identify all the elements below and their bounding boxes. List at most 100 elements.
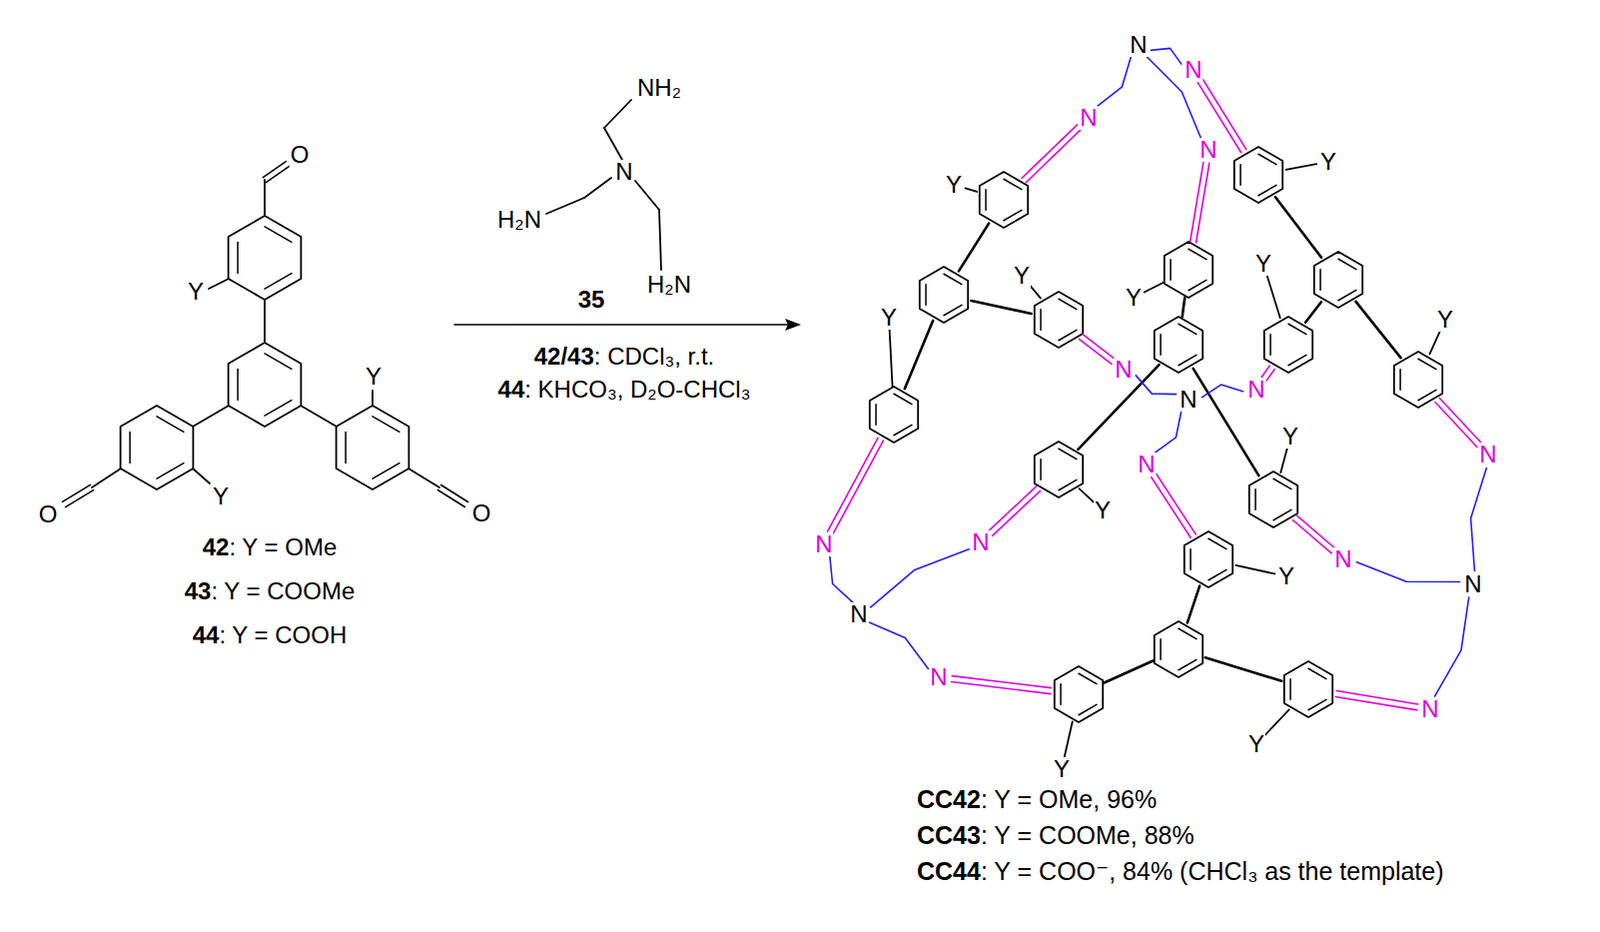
substituent-bond [208,278,229,289]
compound-id: 44 [498,375,526,403]
substituent-bond [964,187,977,192]
aromatic-bond [236,368,239,400]
aromatic-bond [264,400,292,417]
aromatic-bond [1338,258,1357,269]
ethylene-linker [829,556,853,604]
ethylene-linker [1135,374,1177,394]
aromatic-bond [1188,248,1207,259]
ethylene-linker [868,622,929,670]
compound-detail: : CDCl₃, r.t. [594,342,715,370]
compound-number: 35 [578,287,606,312]
substituent-bond [1064,721,1073,758]
carbonyl-bond [65,490,94,508]
imine-bond [827,437,879,532]
aromatic-bond [264,273,292,290]
atom-label: Y [211,484,230,509]
condition-text: 43: Y = COOMe [184,579,356,604]
imine-bond [1336,691,1419,705]
product-yield: CC42: Y = OMe, 96% [916,787,1157,812]
aromatic-bond [893,424,912,435]
imine-bond [992,490,1041,536]
benzene-ring [1164,241,1213,298]
ethylene-linker [1471,467,1488,572]
imine-bond [1335,696,1418,710]
aromatic-bond [1058,479,1077,490]
atom-label: H₂N [496,207,543,232]
condition-text: 42: Y = OMe [202,535,338,560]
aromatic-bond [1189,549,1192,571]
compound-id: CC42 [916,785,981,813]
aromatic-bond [1159,334,1162,356]
compound-detail: : Y = COO⁻, 84% (CHCl₃ as the template) [980,856,1445,885]
imine-bond [1261,365,1270,378]
benzene-ring [979,171,1028,228]
compound-id: 43 [184,577,212,605]
atom-label: Y [364,364,383,389]
atom-label: H₂N [646,272,693,297]
compound-id: CC43 [916,820,981,849]
bond-line [263,299,266,343]
aromatic-bond [1273,478,1292,489]
aromatic-bond [1188,279,1207,290]
benzene-ring [1034,291,1083,348]
compound-detail: : Y = COOMe, 88% [980,820,1195,849]
atom-label: N [970,530,990,555]
imine-bond [1296,515,1336,549]
imine-bond [1156,473,1197,535]
carbonyl-bond [266,165,290,182]
substituent-bond [1264,709,1290,736]
carbonyl-bond [262,161,286,178]
compound-detail: : Y = COOMe [210,577,355,605]
aromatic-bond [372,463,400,480]
atom-label: Y [1281,424,1300,449]
substituent-bond [1029,284,1041,298]
atom-label: Y [1093,498,1112,523]
biaryl-bond [1205,657,1282,682]
condition-text: 44: Y = COOH [192,623,348,648]
ethylene-linker [1153,410,1182,454]
imine-bond [1082,334,1116,360]
atom-label: Y [1247,732,1266,757]
aromatic-bond [1078,704,1097,715]
imine-bond [1196,162,1210,243]
aromatic-bond [1399,369,1402,391]
reaction-arrow [454,323,790,326]
atom-label: N [1333,547,1353,572]
carbonyl-bond [441,484,469,502]
aromatic-bond [1003,209,1022,220]
benzene-ring [228,215,302,300]
atom-label: N [1478,442,1498,467]
aromatic-bond [1289,679,1292,701]
aromatic-bond [924,284,927,306]
aromatic-bond [1338,289,1357,300]
atom-label: N [1128,32,1148,57]
substituent-bond [371,390,374,406]
aromatic-bond [1288,354,1307,365]
ethylene-linker [1434,596,1470,697]
atom-label: N [1113,357,1133,382]
imine-bond [1078,338,1112,364]
atom-label: N [1078,105,1098,130]
aromatic-bond [372,416,400,433]
benzene-ring [1314,251,1363,308]
product-yield: CC43: Y = COOMe, 88% [916,822,1195,848]
imine-bond [1151,477,1192,539]
aromatic-bond [1418,358,1437,369]
aromatic-bond [893,393,912,404]
atom-label: O [37,502,59,527]
imine-bond [1439,397,1482,443]
benzene-ring [1154,621,1203,678]
aromatic-bond [1003,178,1022,189]
benzene-ring [1234,146,1283,203]
biaryl-bond [1305,301,1322,323]
bond-line [659,209,662,270]
imine-bond [951,676,1051,689]
benzene-ring [869,386,918,443]
aromatic-bond [156,416,184,433]
benzene-ring [1249,471,1298,528]
atom-label: NH₂ [636,75,683,100]
atom-label: N [1420,697,1440,722]
aromatic-bond [264,226,292,243]
